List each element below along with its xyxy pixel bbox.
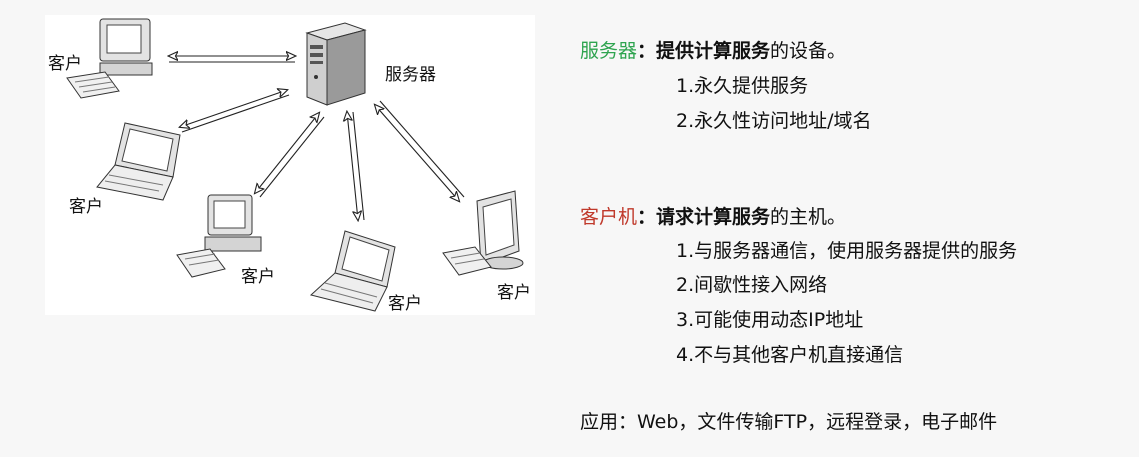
server-item-2: 2.永久性访问地址/域名: [676, 110, 872, 132]
link-server-client4: [347, 112, 365, 220]
client-item-1: 1.与服务器通信，使用服务器提供的服务: [676, 240, 1018, 262]
client-laptop-icon-4: [309, 230, 396, 312]
link-server-client2: [180, 90, 290, 133]
applications-text: 应用：Web，文件传输FTP，远程登录，电子邮件: [580, 411, 998, 433]
client-definition: 客户机：请求计算服务的主机。: [580, 202, 846, 229]
client-desktop-icon-1: [66, 18, 153, 99]
client-label-3: 客户: [241, 267, 275, 287]
client-label-2: 客户: [69, 197, 103, 217]
client-label-5: 客户: [497, 283, 531, 303]
server-definition: 服务器：提供计算服务的设备。: [580, 36, 846, 63]
client-server-diagram: 服务器 客户 客户 客户 客户 客户: [45, 15, 535, 315]
client-colon: ：: [637, 206, 657, 228]
client-label-4: 客户: [388, 294, 422, 314]
client-monitor-icon-5: [442, 190, 524, 276]
server-item-1: 1.永久提供服务: [676, 75, 809, 97]
server-colon: ：: [637, 40, 657, 62]
link-server-client3: [255, 113, 325, 198]
link-server-client1: [169, 56, 295, 63]
client-term: 客户机: [580, 206, 638, 228]
client-label-1: 客户: [48, 54, 82, 74]
server-term: 服务器: [580, 40, 638, 62]
client-bold-text: 请求计算服务: [656, 206, 771, 228]
client-laptop-icon-2: [96, 122, 181, 201]
client-rest-text: 的主机。: [770, 206, 847, 228]
diagram-graphics: [66, 18, 524, 312]
server-bold-text: 提供计算服务: [656, 40, 771, 62]
client-item-4: 4.不与其他客户机直接通信: [676, 344, 904, 366]
client-item-3: 3.可能使用动态IP地址: [676, 309, 864, 331]
server-rest-text: 的设备。: [770, 40, 847, 62]
link-server-client5: [375, 100, 465, 201]
client-desktop-icon-3: [176, 194, 262, 278]
client-item-2: 2.间歇性接入网络: [676, 274, 828, 296]
server-label: 服务器: [385, 65, 436, 85]
server-icon: [305, 22, 367, 106]
